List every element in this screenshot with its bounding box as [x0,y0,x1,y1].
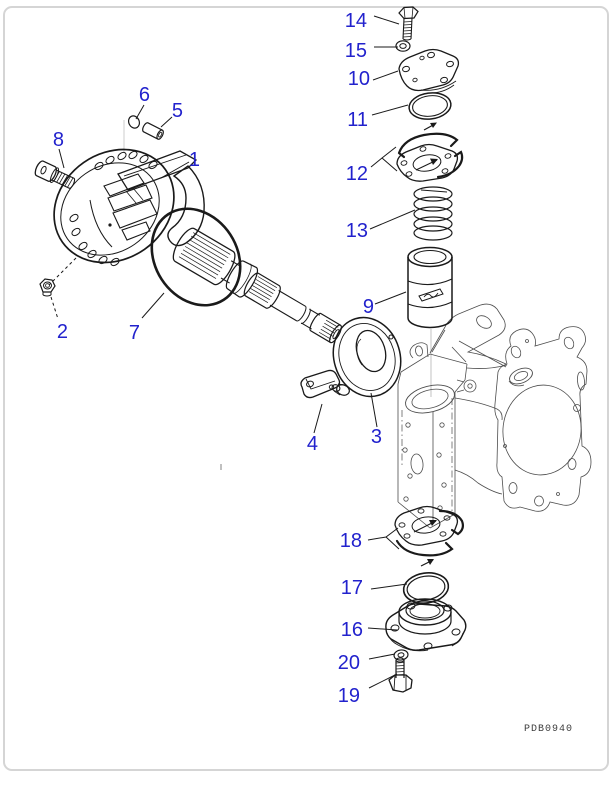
leader-line-18 [367,527,400,550]
callout-label-2[interactable]: 2 [56,321,68,343]
part-4-wedge-plate-drawing [300,369,341,399]
callout-label-11[interactable]: 11 [347,109,368,131]
leader-line-11 [371,104,409,116]
leader-line-5 [160,116,173,128]
callout-label-10[interactable]: 10 [347,68,370,90]
leader-line-16 [367,627,398,631]
pump-housing-drawing [397,303,592,529]
callout-label-15[interactable]: 15 [344,40,367,62]
part-11-oring-drawing [408,92,452,120]
callout-label-6[interactable]: 6 [138,84,150,106]
callout-label-14[interactable]: 14 [344,10,367,32]
part-20-washer-drawing [393,649,409,661]
leader-line-6 [135,104,145,120]
callout-label-8[interactable]: 8 [52,129,64,151]
leader-line-9 [374,291,407,305]
callout-label-1[interactable]: 1 [188,149,200,171]
part-13-spring-drawing [413,186,453,241]
part-1-cradle-assembly-drawing [53,148,205,267]
part-15-washer-drawing [395,40,411,52]
leader-line-3 [370,392,378,428]
page-frame-border [3,6,609,771]
leader-line-2 [48,257,77,320]
part-9-cylinder-drawing [407,246,453,329]
callout-label-7[interactable]: 7 [128,322,140,344]
leader-line-17 [370,583,408,590]
part-12-valve-plate-drawing [396,122,464,182]
part-19-hex-bolt-drawing [388,657,413,693]
leader-line-4 [313,403,323,434]
leader-line-14 [373,15,400,25]
callout-label-12[interactable]: 12 [345,163,368,185]
callout-label-19[interactable]: 19 [337,685,360,707]
callout-label-5[interactable]: 5 [171,100,183,122]
leader-line-13 [369,209,416,230]
leader-line-12 [370,146,398,172]
callout-label-3[interactable]: 3 [370,426,382,448]
drawing-code: PDB0940 [524,724,574,735]
leader-line-20 [368,653,396,660]
callout-label-20[interactable]: 20 [337,652,360,674]
part-7-oval-plate-drawing [150,207,242,307]
leader-line-7 [141,292,165,319]
callout-label-18[interactable]: 18 [339,530,362,552]
part-5-pin-drawing [142,122,164,140]
leader-line-8 [58,148,65,169]
part-2-nut-drawing [39,278,56,297]
part-18-valve-plate-drawing [394,505,464,567]
callout-label-16[interactable]: 16 [340,619,363,641]
callout-label-9[interactable]: 9 [362,296,374,318]
callout-label-17[interactable]: 17 [340,577,363,599]
leader-line-1 [160,161,190,179]
part-3-round-cover-drawing [328,316,402,398]
part-8-socket-bolt-drawing [34,160,76,189]
drive-shaft-drawing [172,227,342,344]
part-14-hex-bolt-drawing [398,6,419,41]
leader-line-10 [372,70,399,81]
callout-label-13[interactable]: 13 [345,220,368,242]
callout-label-4[interactable]: 4 [306,433,318,455]
leader-lines [48,15,432,689]
part-6-ball-drawing [127,115,141,129]
part-16-flange-cover-drawing [385,598,467,652]
part-10-cover-plate-drawing [398,48,460,94]
leader-line-19 [368,673,398,689]
